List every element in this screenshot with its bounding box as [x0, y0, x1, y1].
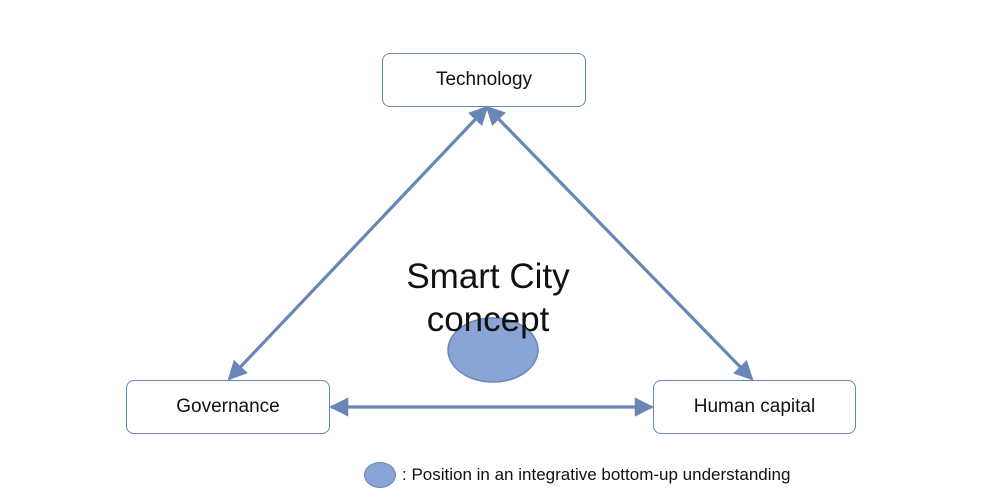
center-title-line1: Smart City [406, 257, 570, 296]
arrow-technology-governance [227, 105, 489, 381]
human-capital-box: Human capital [653, 380, 856, 434]
center-title: Smart City concept [378, 256, 598, 341]
governance-label: Governance [176, 396, 280, 417]
legend: : Position in an integrative bottom-up u… [364, 460, 790, 490]
legend-text: : Position in an integrative bottom-up u… [402, 465, 791, 484]
arrow-technology-human-capital [485, 105, 754, 381]
position-ellipse [447, 317, 539, 383]
center-title-line2: concept [426, 299, 550, 339]
governance-box: Governance [126, 380, 330, 434]
human-capital-label: Human capital [693, 396, 816, 417]
technology-label: Technology [435, 69, 533, 90]
technology-box: Technology [382, 53, 586, 107]
legend-ellipse-icon [364, 462, 396, 488]
